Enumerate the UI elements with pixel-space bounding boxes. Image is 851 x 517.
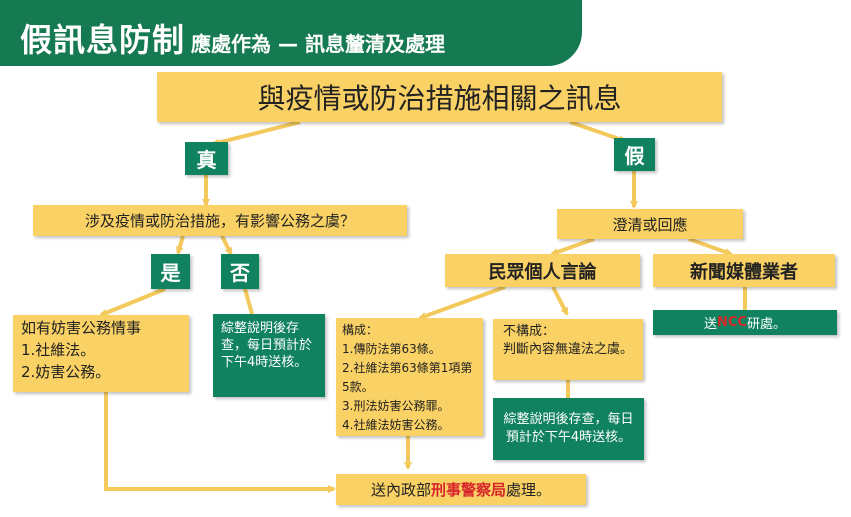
false-node: 假 [614,138,655,171]
archive-report-node: 綜整說明後存查，每日預計於下午4時送核。 [493,398,644,460]
police-node: 送內政部刑事警察局處理。 [336,474,586,505]
arrow-root-to-true [211,120,301,147]
arrow-public-to-constitutes [418,285,506,320]
false-label: 假 [624,144,645,168]
ncc-highlight: NCC [717,315,747,330]
yes-label: 是 [160,261,181,285]
ncc-suffix: 研處。 [746,317,786,332]
police-suffix: 處理。 [506,481,552,499]
page-title: 假訊息防制 [20,21,186,59]
arrow-root-to-false [569,120,627,143]
archive-report-label: 綜整說明後存查，每日預計於下午4時送核。 [503,412,634,445]
not-constitutes-node: 不構成： 判斷內容無違法之虞。 [493,319,643,380]
police-prefix: 送內政部 [370,481,431,499]
arrow-question-to-yes [175,235,185,255]
true-node: 真 [185,142,228,175]
arrow-clarify-to-media [688,237,733,256]
constitutes-node: 構成： 1.傳防法第63條。 2.社維法第63條第1項第5款。 3.刑法妨害公務… [336,318,483,436]
question-node: 涉及疫情或防治措施，有影響公務之虞？ [33,205,407,236]
news-media-label: 新聞媒體業者 [690,261,798,283]
yes-node: 是 [151,254,190,289]
clarify-node: 澄清或回應 [557,209,743,239]
root-node-label: 與疫情或防治措施相關之訊息 [257,82,622,115]
arrow-question-to-no [220,235,233,256]
question-label: 涉及疫情或防治措施，有影響公務之虞？ [84,212,355,230]
public-speech-node: 民眾個人言論 [445,254,640,287]
no-node: 否 [221,254,259,289]
public-speech-label: 民眾個人言論 [488,261,597,283]
page-subtitle: 應處作為 — 訊息釐清及處理 [191,32,445,56]
arrow-obstruct-to-police [104,392,336,493]
arrow-no-to-noreport [243,288,254,315]
ncc-prefix: 送 [704,317,718,332]
police-highlight: 刑事警察局 [430,481,506,499]
clarify-label: 澄清或回應 [612,215,688,234]
arrow-clarify-to-public [550,237,595,256]
no-label: 否 [230,261,250,285]
title-bar: 假訊息防制 應處作為 — 訊息釐清及處理 [0,0,582,66]
obstruct-node: 如有妨害公務情事 1.社維法。 2.妨害公務。 [13,315,189,392]
true-label: 真 [196,148,217,172]
arrow-yes-to-obstruct [99,287,166,317]
news-media-node: 新聞媒體業者 [653,254,835,287]
arrow-public-to-not [551,286,569,316]
no-report-node: 綜整說明後存查，每日預計於下午4時送核。 [213,314,325,397]
root-node: 與疫情或防治措施相關之訊息 [157,72,722,122]
